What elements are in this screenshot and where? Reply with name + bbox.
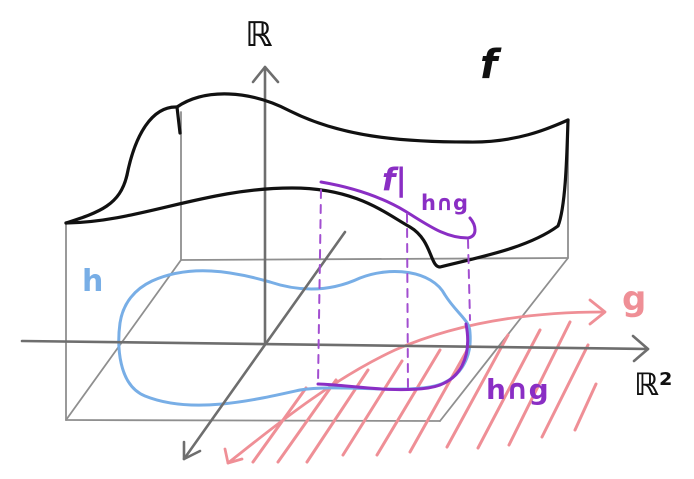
g-hatch-line: [341, 359, 404, 457]
projection-line-middle: [406, 213, 409, 393]
g-hatch-line: [408, 343, 472, 454]
f-surface-top-edge: [125, 92, 570, 177]
coordinate-axes: [20, 65, 650, 461]
box-front-floor-edge: [65, 419, 441, 422]
projection-line-left: [317, 189, 322, 385]
projection-dotted-lines: [317, 189, 471, 393]
g-hatch-line: [476, 328, 542, 450]
g-hatch-line: [540, 343, 590, 439]
g-curve: [223, 298, 607, 465]
box-back-floor-edge: [180, 257, 569, 261]
g-region-hatching: [251, 320, 598, 464]
f-surface-front-edge: [64, 118, 570, 269]
g-hatch-line: [573, 382, 598, 432]
r2-horizontal-axis: [20, 339, 650, 351]
g-hatch-line: [507, 320, 572, 447]
f-restricted-curve: [319, 180, 477, 240]
restriction-label-subscript: h∩g: [421, 191, 468, 215]
g-boundary-curve: [226, 310, 605, 465]
g-hatch-line: [445, 333, 510, 449]
f-surface: [64, 92, 570, 269]
f-surface-left-edge: [64, 173, 129, 225]
r-axis-label: ℝ: [245, 15, 272, 55]
h-cap-g-curve: [316, 322, 470, 392]
g-hatch-line: [251, 386, 308, 464]
f-label: f: [480, 42, 502, 88]
g-left-arrowhead: [223, 447, 244, 465]
g-hatch-line: [276, 378, 338, 464]
r-vertical-arrowhead: [251, 65, 280, 84]
r2-axis-label: ℝ²: [634, 367, 672, 403]
depth-axis-arrowhead: [182, 440, 202, 461]
projection-line-right: [467, 239, 471, 321]
g-hatch-line: [375, 348, 442, 457]
g-hatch-line: [305, 368, 370, 464]
g-label: g: [622, 279, 646, 319]
box-left-floor-edge: [65, 259, 182, 421]
r2-horizontal-arrowhead: [631, 334, 650, 363]
depth-axis: [182, 230, 347, 461]
restriction-curves: [316, 180, 477, 392]
intersection-label: h∩g: [486, 373, 549, 406]
f-surface-back-ridge: [175, 105, 182, 135]
g-right-arrowhead: [588, 298, 607, 326]
restriction-label-main: f|: [382, 162, 407, 198]
h-label: h: [82, 264, 103, 299]
